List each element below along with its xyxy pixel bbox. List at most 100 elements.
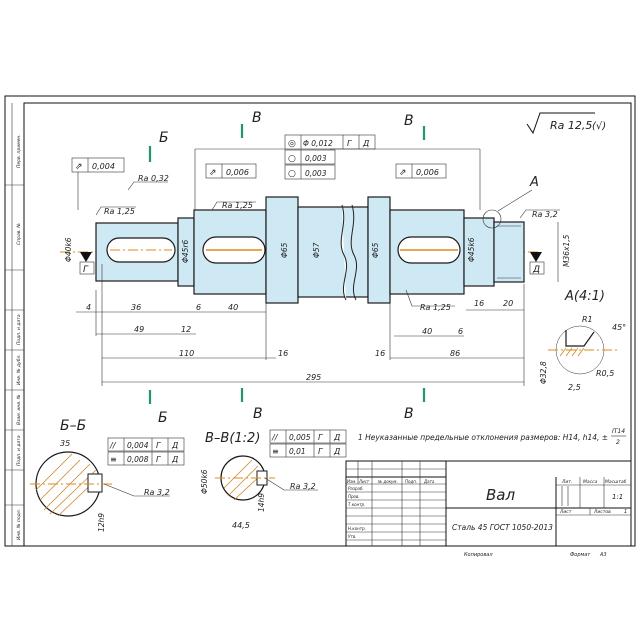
dim-6: 6	[196, 303, 201, 312]
tb-sheets-val: 1	[624, 509, 627, 515]
bb-ref2-1: Д	[171, 455, 178, 464]
diameter-labels: Φ40k6 Φ45r6 Φ65 Φ57 Φ65 Φ45k6 M36x1,5	[64, 222, 571, 282]
side-label-1: Перв. примен.	[16, 134, 22, 168]
side-label-2: Справ. №	[16, 223, 22, 245]
vv-sym-0: //	[271, 433, 279, 442]
section-bb-view: Б–Б 35 12h9 // 0,004 Г Д ≡ 0,008 Г Д Ra …	[30, 418, 185, 532]
tb-row-date: Дата	[423, 479, 435, 484]
tb-scale-val: 1:1	[612, 493, 623, 501]
tb-razrab: Разраб.	[348, 486, 364, 491]
side-label-5: Взам. инв. №	[16, 394, 22, 425]
vv-ref1-0: Г	[318, 433, 323, 442]
note-frac-den: 2	[616, 439, 620, 446]
detail-a-label: А	[529, 175, 539, 190]
vv-ref2-1: Д	[333, 447, 340, 456]
note-frac-num: IT14	[612, 428, 625, 435]
tb-row-doc: № докум.	[377, 479, 398, 484]
detail-r05: R0,5	[596, 369, 614, 378]
gdt-center-val-2: 0,003	[305, 169, 327, 178]
vv-dim-445: 44,5	[232, 521, 250, 530]
gdt-center-val-0: Φ 0,012	[303, 139, 333, 148]
dim-16a: 16	[278, 349, 288, 358]
dim-4: 4	[86, 303, 91, 312]
dia-45b: Φ45k6	[467, 237, 476, 262]
tb-lit: Лит.	[561, 479, 572, 485]
tb-tkontr: Т.контр.	[348, 502, 365, 507]
side-label-7: Инв. № подл.	[16, 509, 22, 540]
tb-sheet: Лист	[559, 509, 572, 515]
note-text: 1 Неуказанные предельные отклонения разм…	[358, 433, 608, 442]
gdt-center-ref2-0: Д	[362, 139, 369, 148]
dim-295: 295	[306, 373, 321, 382]
inner-frame	[23, 102, 632, 547]
tb-part-name: Вал	[486, 486, 515, 504]
bb-ref1-1: Г	[156, 455, 161, 464]
dim-40a: 40	[228, 303, 238, 312]
roughness-paren: (√)	[592, 121, 606, 132]
gdt-midleft-sym: ⇗	[209, 168, 217, 178]
tb-utv: Утв.	[348, 534, 356, 539]
bb-dim-12h9: 12h9	[97, 513, 106, 532]
dim-110: 110	[179, 349, 194, 358]
tb-sheets: Листов	[593, 509, 611, 515]
vv-ref1-1: Г	[318, 447, 323, 456]
detail-25: 2,5	[568, 383, 581, 392]
cut-b-top: Б	[159, 130, 169, 146]
footer-copied: Копировал	[464, 552, 493, 558]
datum-markers: Г Д	[79, 252, 545, 275]
section-bb-title: Б–Б	[60, 418, 86, 434]
datum-g: Г	[83, 265, 89, 275]
side-label-3: Подп. и дата	[16, 314, 22, 345]
tolerance-frames: ⇗ 0,004 ⇗ 0,006 ⇗ 0,006 ◎ Φ 0,012 Г Д ○ …	[71, 134, 481, 210]
tb-row-izm: Изм.	[347, 479, 356, 484]
tb-material: Сталь 45 ГОСТ 1050-2013	[452, 523, 553, 532]
bb-ref2-0: Д	[171, 441, 178, 450]
gdt-left-sym: ⇗	[75, 162, 83, 172]
bb-val-0: 0,004	[127, 441, 149, 450]
dim-40b: 40	[422, 327, 432, 336]
section-markers: Б Б В В В В А	[148, 110, 539, 426]
dia-40: Φ40k6	[64, 237, 73, 262]
bb-ra32: Ra 3,2	[144, 488, 170, 497]
footer-format: Формат	[570, 552, 591, 558]
general-roughness: Ra 12,5 (√)	[526, 112, 606, 135]
bb-sym-0: //	[109, 441, 117, 450]
detail-d328: Φ32,8	[539, 361, 548, 384]
datum-d: Д	[532, 265, 540, 275]
gdt-midleft-val: 0,006	[226, 168, 249, 177]
dim-16b: 16	[375, 349, 385, 358]
bb-sym-1: ≡	[110, 455, 117, 464]
tb-row-list: Лист	[358, 479, 370, 484]
technical-note: 1 Неуказанные предельные отклонения разм…	[358, 428, 626, 446]
tb-scale: Масштаб	[605, 479, 627, 485]
ra032-label: Ra 0,32	[138, 174, 169, 183]
dim-20: 20	[503, 299, 513, 308]
detail-a-view: А(4:1) R1 45° R0,5 2,5 Φ32,8	[539, 289, 626, 392]
section-vv-view: В–В(1:2) Φ50k6 44,5 14h9 // 0,005 Г Д ≡ …	[200, 429, 347, 530]
cut-v-bottom-right: В	[404, 406, 414, 422]
dim-6b: 6	[458, 327, 463, 336]
side-label-6: Подп. и дата	[16, 435, 22, 466]
detail-r1: R1	[582, 315, 593, 324]
gdt-right-val: 0,006	[416, 168, 439, 177]
dia-65a: Φ65	[280, 242, 289, 258]
ra32a-label: Ra 3,2	[532, 210, 558, 219]
gdt-right-sym: ⇗	[399, 168, 407, 178]
side-label-4: Инв. № дубл.	[16, 354, 22, 385]
roughness-callouts: Ra 0,32 Ra 1,25 Ra 1,25 Ra 1,25 Ra 3,2	[95, 174, 560, 312]
tb-mass: Масса	[583, 479, 598, 485]
ra125b-label: Ra 1,25	[222, 201, 253, 210]
ra125a-label: Ra 1,25	[104, 207, 135, 216]
dim-12: 12	[181, 325, 191, 334]
detail-45: 45°	[612, 323, 626, 332]
vv-val-0: 0,005	[289, 433, 311, 442]
footer-format-val: А3	[599, 552, 607, 558]
side-strip: Перв. примен. Справ. № Подп. и дата Инв.…	[5, 103, 24, 546]
ra125c-label: Ra 1,25	[420, 303, 451, 312]
thread-m36: M36x1,5	[562, 234, 571, 267]
gdt-center-ref1-0: Г	[347, 139, 352, 148]
dia-45a: Φ45r6	[181, 239, 190, 263]
title-block: Изм. Лист № докум. Подп. Дата Разраб. Пр…	[345, 460, 632, 547]
shaft-main-view	[60, 196, 540, 304]
gdt-center-sym-1: ○	[288, 154, 296, 164]
